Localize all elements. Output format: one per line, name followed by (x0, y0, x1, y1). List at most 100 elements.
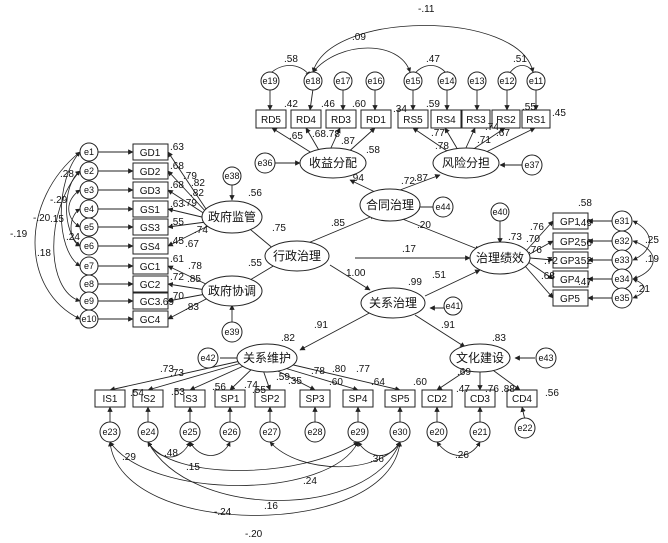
indicator-rd1: RD1 (360, 109, 392, 129)
coef-label: .79 (183, 198, 197, 209)
svg-text:e43: e43 (538, 353, 553, 363)
latent-hetong: 合同治理 (359, 188, 421, 222)
coef-label: -.20 (33, 213, 51, 224)
latent-zhengfu-jd: 政府监管 (201, 200, 263, 234)
svg-text:GC1: GC1 (140, 262, 161, 273)
coef-label: -.24 (214, 507, 232, 518)
indicator-gd2: GD2 (132, 162, 169, 180)
svg-text:CD2: CD2 (427, 394, 447, 405)
coef-label: .56 (578, 238, 592, 249)
svg-text:e5: e5 (84, 222, 94, 232)
coef-label: .63 (170, 142, 184, 153)
error-e17: e17 (333, 71, 353, 91)
coef-label: .67 (185, 239, 199, 250)
indicator-gs4: GS4 (132, 237, 169, 255)
svg-text:GS4: GS4 (140, 242, 160, 253)
error-e19: e19 (260, 71, 280, 91)
coef-label: .85 (187, 274, 201, 285)
coef-label: .55 (522, 102, 536, 113)
svg-text:SP5: SP5 (391, 394, 410, 405)
coef-label: .74 (194, 225, 208, 236)
svg-text:GP1: GP1 (560, 217, 580, 228)
svg-text:e8: e8 (84, 279, 94, 289)
coef-label: .36 (370, 454, 384, 465)
coef-label: .45 (170, 236, 184, 247)
coef-label: .58 (366, 145, 380, 156)
coef-label: .54 (130, 388, 144, 399)
coef-label: .73 (508, 232, 522, 243)
error-e5: e5 (79, 217, 99, 237)
indicator-gs3: GS3 (132, 218, 169, 236)
coef-label: .71 (477, 135, 491, 146)
indicator-gd1: GD1 (132, 143, 169, 161)
error-e9: e9 (79, 291, 99, 311)
indicator-sp2: SP2 (254, 389, 286, 408)
coef-label: .87 (414, 173, 428, 184)
latent-guanxi: 关系治理 (360, 287, 426, 319)
error-e23: e23 (99, 421, 121, 443)
svg-text:e44: e44 (435, 202, 450, 212)
coef-label: .73 (170, 368, 184, 379)
coef-label: .60 (413, 377, 427, 388)
svg-text:e24: e24 (140, 427, 155, 437)
coef-label: .55 (170, 217, 184, 228)
coef-label: .20 (417, 220, 431, 231)
svg-text:e41: e41 (445, 301, 460, 311)
error-e14: e14 (437, 71, 457, 91)
svg-text:e1: e1 (84, 147, 94, 157)
coef-label: .82 (191, 178, 205, 189)
coef-label: .35 (288, 376, 302, 387)
error-e31: e31 (611, 210, 633, 232)
error-e27: e27 (259, 421, 281, 443)
svg-text:e22: e22 (517, 423, 532, 433)
coef-label: .56 (545, 388, 559, 399)
indicator-gp4: GP4 (552, 270, 589, 288)
indicator-sp4: SP4 (342, 389, 374, 408)
coef-label: .47 (456, 384, 470, 395)
svg-text:RD5: RD5 (261, 115, 281, 126)
svg-text:e3: e3 (84, 185, 94, 195)
coef-label: .47 (578, 277, 592, 288)
error-e34: e34 (611, 268, 633, 290)
coef-label: .77 (431, 128, 445, 139)
coef-label: .67 (496, 128, 510, 139)
indicator-cd3: CD3 (464, 389, 496, 408)
svg-text:e10: e10 (81, 314, 96, 324)
coef-label: .58 (578, 198, 592, 209)
coef-label: .72 (401, 176, 415, 187)
coef-label: .60 (352, 99, 366, 110)
latent-xingzheng: 行政治理 (264, 240, 330, 272)
indicator-is2: IS2 (132, 389, 164, 408)
coef-label: .58 (284, 54, 298, 65)
svg-text:关系治理: 关系治理 (369, 296, 417, 310)
coef-label: .68 (541, 271, 555, 282)
error-e26: e26 (219, 421, 241, 443)
latent-fengxian: 风险分担 (432, 147, 500, 179)
coef-label: .09 (352, 32, 366, 43)
svg-text:e26: e26 (222, 427, 237, 437)
svg-text:RS1: RS1 (526, 115, 546, 126)
coef-label: .69 (457, 367, 471, 378)
error-e11: e11 (526, 71, 546, 91)
coef-label: .29 (122, 452, 136, 463)
coef-label: .83 (185, 302, 199, 313)
coef-label: .15 (186, 462, 200, 473)
error-e16: e16 (365, 71, 385, 91)
svg-text:GP4: GP4 (560, 275, 580, 286)
error-e29: e29 (347, 421, 369, 443)
indicator-cd4: CD4 (506, 389, 538, 408)
coef-label: .85 (331, 218, 345, 229)
error-e38: e38 (222, 166, 242, 186)
svg-text:GP5: GP5 (560, 294, 580, 305)
svg-text:e13: e13 (469, 76, 484, 86)
svg-text:IS3: IS3 (182, 394, 197, 405)
coef-label: .15 (50, 214, 64, 225)
svg-text:e42: e42 (200, 353, 215, 363)
coef-label: .25 (645, 235, 659, 246)
error-e13: e13 (467, 71, 487, 91)
coef-label: .60 (329, 377, 343, 388)
indicator-rs2: RS2 (491, 109, 521, 129)
latent-wenhua: 文化建设 (449, 343, 511, 373)
coef-label: .70 (170, 291, 184, 302)
